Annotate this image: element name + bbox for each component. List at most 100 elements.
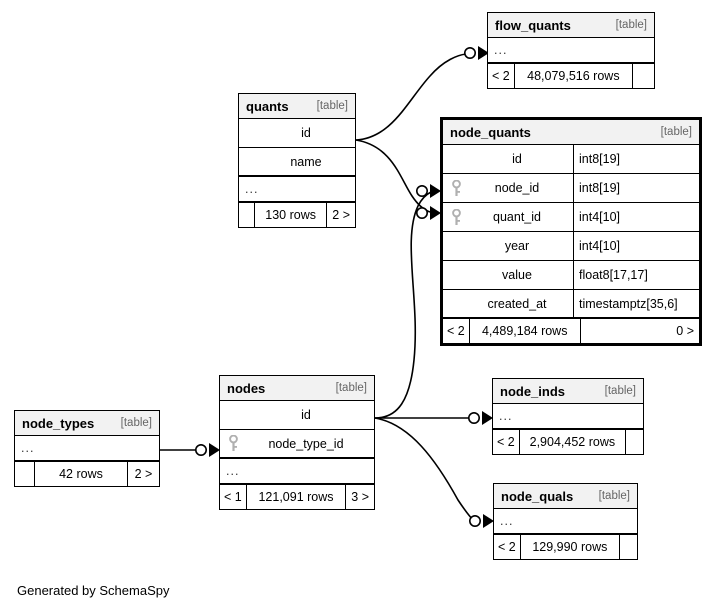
footer-child-count	[632, 64, 654, 88]
footer-child-count: 3 >	[345, 485, 374, 509]
table-footer: < 2 2,904,452 rows	[493, 430, 643, 454]
table-kind-label: [table]	[615, 19, 647, 31]
table-kind-label: [table]	[660, 126, 692, 138]
table-kind-label: [table]	[598, 490, 630, 502]
column-name: value	[502, 268, 532, 282]
footer-parent-count: < 2	[443, 319, 470, 343]
edge-nodes-node_quants-node_id	[374, 191, 432, 419]
table-header: node_quants [table]	[443, 120, 699, 145]
footer-child-count: 0 >	[579, 319, 699, 343]
edge-quants-node_quants-quant_id	[355, 139, 431, 213]
column-name: node_id	[494, 181, 540, 195]
columns-collapsed-indicator: ...	[494, 509, 637, 535]
columns-collapsed-indicator: ...	[220, 459, 374, 485]
table-footer: 42 rows 2 >	[15, 462, 159, 486]
column-type: int8[19]	[573, 145, 699, 173]
table-footer: < 2 129,990 rows	[494, 535, 637, 559]
table-node_inds[interactable]: node_inds [table] ... < 2 2,904,452 rows	[492, 378, 644, 455]
footer-parent-count	[239, 203, 255, 227]
edge-marker-circle-flow_quants	[463, 46, 476, 59]
column-name: name	[290, 154, 322, 169]
footer-parent-count: < 1	[220, 485, 247, 509]
table-name: flow_quants	[495, 17, 571, 33]
table-footer: < 2 4,489,184 rows 0 >	[443, 319, 699, 343]
footer-parent-count: < 2	[494, 535, 521, 559]
footer-row-count: 42 rows	[59, 467, 103, 481]
edge-marker-circle-node_quals	[468, 514, 481, 527]
column-name: node_type_id	[268, 436, 344, 451]
key-icon	[451, 179, 461, 196]
column-row: value float8[17,17]	[443, 261, 699, 290]
column-key-slot	[443, 179, 469, 197]
table-name: node_quants	[450, 124, 531, 140]
edge-marker-circle-node_quants-quant_id	[415, 207, 428, 220]
edge-marker-circle-node_quants-node_id	[415, 185, 428, 198]
table-header: quants [table]	[239, 94, 355, 119]
column-row: id int8[19]	[443, 145, 699, 174]
generated-by-note: Generated by SchemaSpy	[17, 583, 170, 598]
table-header: node_quals [table]	[494, 484, 637, 509]
table-quants[interactable]: quants [table] id name ... 130 rows 2 >	[238, 93, 356, 228]
footer-row-count: 129,990 rows	[532, 540, 608, 554]
table-node_types[interactable]: node_types [table] ... 42 rows 2 >	[14, 410, 160, 487]
column-type: int8[19]	[573, 174, 699, 202]
table-flow_quants[interactable]: flow_quants [table] ... < 2 48,079,516 r…	[487, 12, 655, 89]
edge-nodes-node_quals	[374, 417, 475, 522]
footer-child-count: 2 >	[127, 462, 159, 486]
column-row: id	[239, 119, 355, 148]
columns-collapsed-indicator: ...	[493, 404, 643, 430]
columns-collapsed-indicator: ...	[15, 436, 159, 462]
footer-parent-count: < 2	[488, 64, 515, 88]
column-row: quant_id int4[10]	[443, 203, 699, 232]
columns-collapsed-indicator: ...	[239, 177, 355, 203]
column-name: created_at	[487, 296, 547, 311]
column-name: id	[301, 408, 311, 422]
footer-child-count: 2 >	[326, 203, 355, 227]
table-header: node_inds [table]	[493, 379, 643, 404]
table-footer: 130 rows 2 >	[239, 203, 355, 227]
table-name: node_types	[22, 415, 95, 431]
footer-parent-count: < 2	[493, 430, 520, 454]
footer-parent-count	[15, 462, 35, 486]
table-footer: < 1 121,091 rows 3 >	[220, 485, 374, 509]
column-type: int4[10]	[573, 203, 699, 231]
column-type: timestamptz[35,6]	[573, 290, 699, 317]
columns-collapsed-indicator: ...	[488, 38, 654, 64]
column-key-slot	[443, 208, 469, 226]
column-row: year int4[10]	[443, 232, 699, 261]
table-node_quals[interactable]: node_quals [table] ... < 2 129,990 rows	[493, 483, 638, 560]
column-row: created_at timestamptz[35,6]	[443, 290, 699, 319]
table-node_quants[interactable]: node_quants [table] id int8[19] node_id …	[440, 117, 702, 346]
column-row: node_type_id	[220, 430, 374, 459]
table-header: node_types [table]	[15, 411, 159, 436]
column-type: float8[17,17]	[573, 261, 699, 289]
edge-marker-circle-nodes-node_type_id	[195, 443, 208, 456]
footer-child-count	[619, 535, 637, 559]
table-header: flow_quants [table]	[488, 13, 654, 38]
table-kind-label: [table]	[335, 382, 367, 394]
key-icon	[228, 435, 238, 451]
table-kind-label: [table]	[316, 100, 348, 112]
key-icon	[451, 208, 461, 225]
column-name: id	[301, 126, 311, 140]
column-name: year	[504, 239, 530, 253]
table-footer: < 2 48,079,516 rows	[488, 64, 654, 88]
column-row: node_id int8[19]	[443, 174, 699, 203]
table-header: nodes [table]	[220, 376, 374, 401]
column-row: name	[239, 148, 355, 177]
footer-row-count: 2,904,452 rows	[529, 435, 616, 449]
column-row: id	[220, 401, 374, 430]
column-key-slot	[220, 435, 246, 452]
footer-child-count	[625, 430, 643, 454]
table-nodes[interactable]: nodes [table] id node_type_id ... < 1 12…	[219, 375, 375, 510]
column-name: quant_id	[493, 210, 541, 224]
footer-row-count: 4,489,184 rows	[481, 324, 568, 338]
footer-row-count: 48,079,516 rows	[527, 69, 620, 83]
table-name: node_quals	[501, 488, 574, 504]
edge-marker-circle-node_inds	[467, 411, 480, 424]
table-kind-label: [table]	[604, 385, 636, 397]
table-name: node_inds	[500, 383, 566, 399]
footer-row-count: 130 rows	[265, 208, 316, 222]
column-type: int4[10]	[573, 232, 699, 260]
